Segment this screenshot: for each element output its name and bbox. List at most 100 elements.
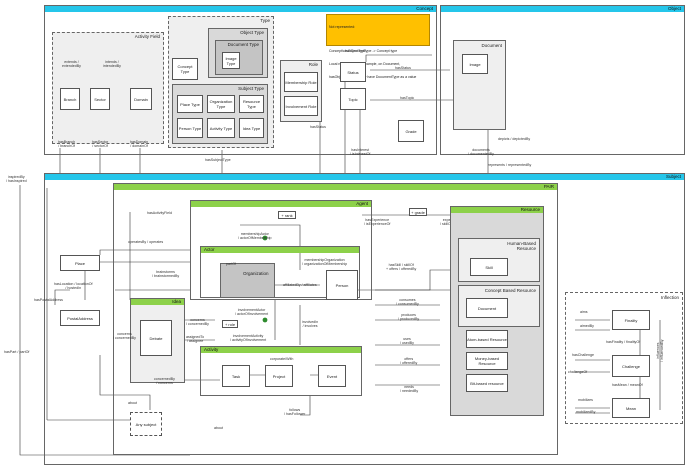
- concept-type-box[interactable]: Concept Type: [172, 58, 198, 80]
- label-has-status2: hasStatus: [310, 125, 326, 129]
- topic-box[interactable]: Topic: [340, 88, 366, 110]
- actor-title: Actor: [201, 247, 359, 253]
- skill-box[interactable]: Skill: [470, 258, 508, 276]
- note-line: Not represented:: [329, 24, 356, 29]
- label-has-activity-field: hasActivityField: [147, 211, 172, 215]
- challenge-box[interactable]: Challenge: [612, 355, 650, 377]
- label-about-2: about: [214, 426, 223, 430]
- label-affiliated-by: affiliatedBy / affiliates: [283, 283, 317, 287]
- label-has-experience: hasExperience / isExperienceOf: [364, 218, 391, 227]
- atom-based-resource-box[interactable]: Atom-based Resource: [466, 330, 508, 348]
- label-assigned-to: assignedTo / assignee: [186, 335, 205, 344]
- subject-type-title: Subject Type: [238, 86, 264, 91]
- object-type-title: Object Type: [240, 30, 264, 35]
- sector-box[interactable]: Sector: [90, 88, 110, 110]
- resource-type-box[interactable]: Resource Type: [239, 95, 264, 113]
- event-box[interactable]: Event: [318, 365, 346, 387]
- domain-box[interactable]: Domain: [130, 88, 152, 110]
- debate-box[interactable]: Debate: [140, 320, 172, 356]
- label-influences: influences / influencedBy: [656, 339, 665, 362]
- label-has-skill: hasSkill / skillOf + offers / offeredBy: [386, 263, 417, 272]
- grade-tag-box: + grade: [409, 208, 427, 216]
- document-type-title: Document Type: [227, 42, 259, 47]
- grade-box[interactable]: Grade: [398, 120, 424, 142]
- subject-title: Subject: [45, 174, 684, 180]
- subject-frame: Subject: [44, 173, 685, 465]
- label-has-mean: hasMean / meanOf: [612, 383, 643, 387]
- label-inspired-by: inspiredBy / hasInspired: [6, 175, 27, 184]
- actor-frame: Actor: [200, 246, 360, 298]
- label-corporate: corporate/With: [270, 357, 294, 361]
- label-has-status: hasStatus: [395, 66, 411, 70]
- pair-title: PAIR: [114, 184, 557, 190]
- role-title: Role: [308, 62, 318, 67]
- label-aimed-by: aimedBy: [580, 324, 594, 328]
- person-box[interactable]: Person: [326, 270, 358, 300]
- concept-based-resource-title: Concept Based Resource: [484, 288, 536, 293]
- label-about: about: [128, 401, 137, 405]
- label-has-postal-address: hasPostalAddress: [34, 298, 63, 302]
- membership-role-box[interactable]: Membership Role: [284, 72, 318, 92]
- role-tag-box: + role: [222, 320, 238, 328]
- resource-document-box[interactable]: Document: [466, 298, 508, 318]
- label-part-of: partOf: [226, 262, 236, 266]
- document-title: Document: [481, 43, 502, 48]
- person-type-box[interactable]: Person Type: [177, 118, 203, 138]
- note-line: Concept - hasConceptType -> Concept type: [329, 49, 398, 54]
- finality-box[interactable]: Finality: [612, 310, 650, 330]
- agent-title: Agent: [191, 201, 371, 207]
- label-needs: needs / neededBy: [400, 385, 419, 394]
- task-box[interactable]: Task: [222, 365, 250, 387]
- idea-title: Idea: [131, 299, 184, 305]
- label-has-subject-type: hasSubjectType: [205, 158, 231, 162]
- rank-box: + rank: [278, 211, 296, 219]
- label-concerns-2: concerns / concernedBy: [186, 318, 209, 327]
- object-frame: Object: [440, 5, 685, 155]
- activity-title: Activity: [201, 347, 361, 353]
- inflection-frame: Inflection: [565, 292, 683, 424]
- money-based-resource-box[interactable]: Money-based Resource: [466, 352, 508, 370]
- label-depicts: depicts / depictedBy: [498, 137, 531, 141]
- idea-type-box[interactable]: Idea Type: [239, 118, 264, 138]
- label-has-object-type: hasObjectType: [342, 49, 366, 53]
- label-extends: extends / extendedBy: [62, 60, 81, 69]
- label-uses: uses / usedBy: [400, 337, 414, 346]
- label-has-domain: hasDomain / domainOf: [130, 140, 149, 149]
- label-involvement-activity: involvementActivity / activityOfInvolvem…: [230, 334, 267, 343]
- label-mobilized-by: mobilizedBy: [576, 410, 596, 414]
- label-has-location: hasLocation / locationOf / hostedIn: [54, 282, 93, 291]
- place-box[interactable]: Place: [60, 255, 100, 271]
- branch-box[interactable]: Branch: [60, 88, 80, 110]
- mean-box[interactable]: Mean: [612, 398, 650, 418]
- agent-frame: Agent: [190, 200, 372, 300]
- label-mobilizes: mobilizes: [578, 398, 593, 402]
- involvement-role-box[interactable]: Involvement Role: [284, 96, 318, 116]
- label-concerned-by: concernedBy / concerns: [154, 377, 175, 386]
- image-box[interactable]: Image: [462, 54, 488, 74]
- object-title: Object: [441, 6, 684, 12]
- label-involvement-actor: involvementActor / actorOfInvolvement: [235, 308, 269, 317]
- activity-field-title: Activity Field: [134, 34, 160, 39]
- activity-frame: Activity: [200, 346, 362, 396]
- bit-based-resource-box[interactable]: Bit-based resource: [466, 374, 508, 392]
- label-documents: documents / documentedBy: [468, 148, 494, 157]
- organization-frame: Organization: [220, 263, 275, 298]
- note-line: [329, 37, 427, 40]
- label-represents: represents / representedBy: [488, 163, 532, 167]
- activity-type-box[interactable]: Activity Type: [207, 118, 235, 138]
- annotation-note: Not represented: Concept - hasConceptTyp…: [326, 14, 430, 79]
- image-type-box[interactable]: Image Type: [222, 52, 240, 69]
- project-box[interactable]: Project: [265, 365, 293, 387]
- label-consumes: consumes / consumedBy: [396, 298, 419, 307]
- any-subject-box[interactable]: Any subject: [130, 412, 162, 436]
- pair-frame: PAIR: [113, 183, 558, 455]
- organization-type-box[interactable]: Organization Type: [207, 95, 235, 113]
- status-box[interactable]: Status: [340, 62, 366, 82]
- label-has-part: hasPart / partOf: [4, 350, 30, 354]
- place-type-box[interactable]: Place Type: [177, 95, 203, 113]
- type-title: Type: [260, 18, 270, 23]
- label-aims: aims: [580, 310, 588, 314]
- label-has-finality: hasFinality / finalityOf: [606, 340, 641, 344]
- postal-address-box[interactable]: PostalAddress: [60, 310, 100, 326]
